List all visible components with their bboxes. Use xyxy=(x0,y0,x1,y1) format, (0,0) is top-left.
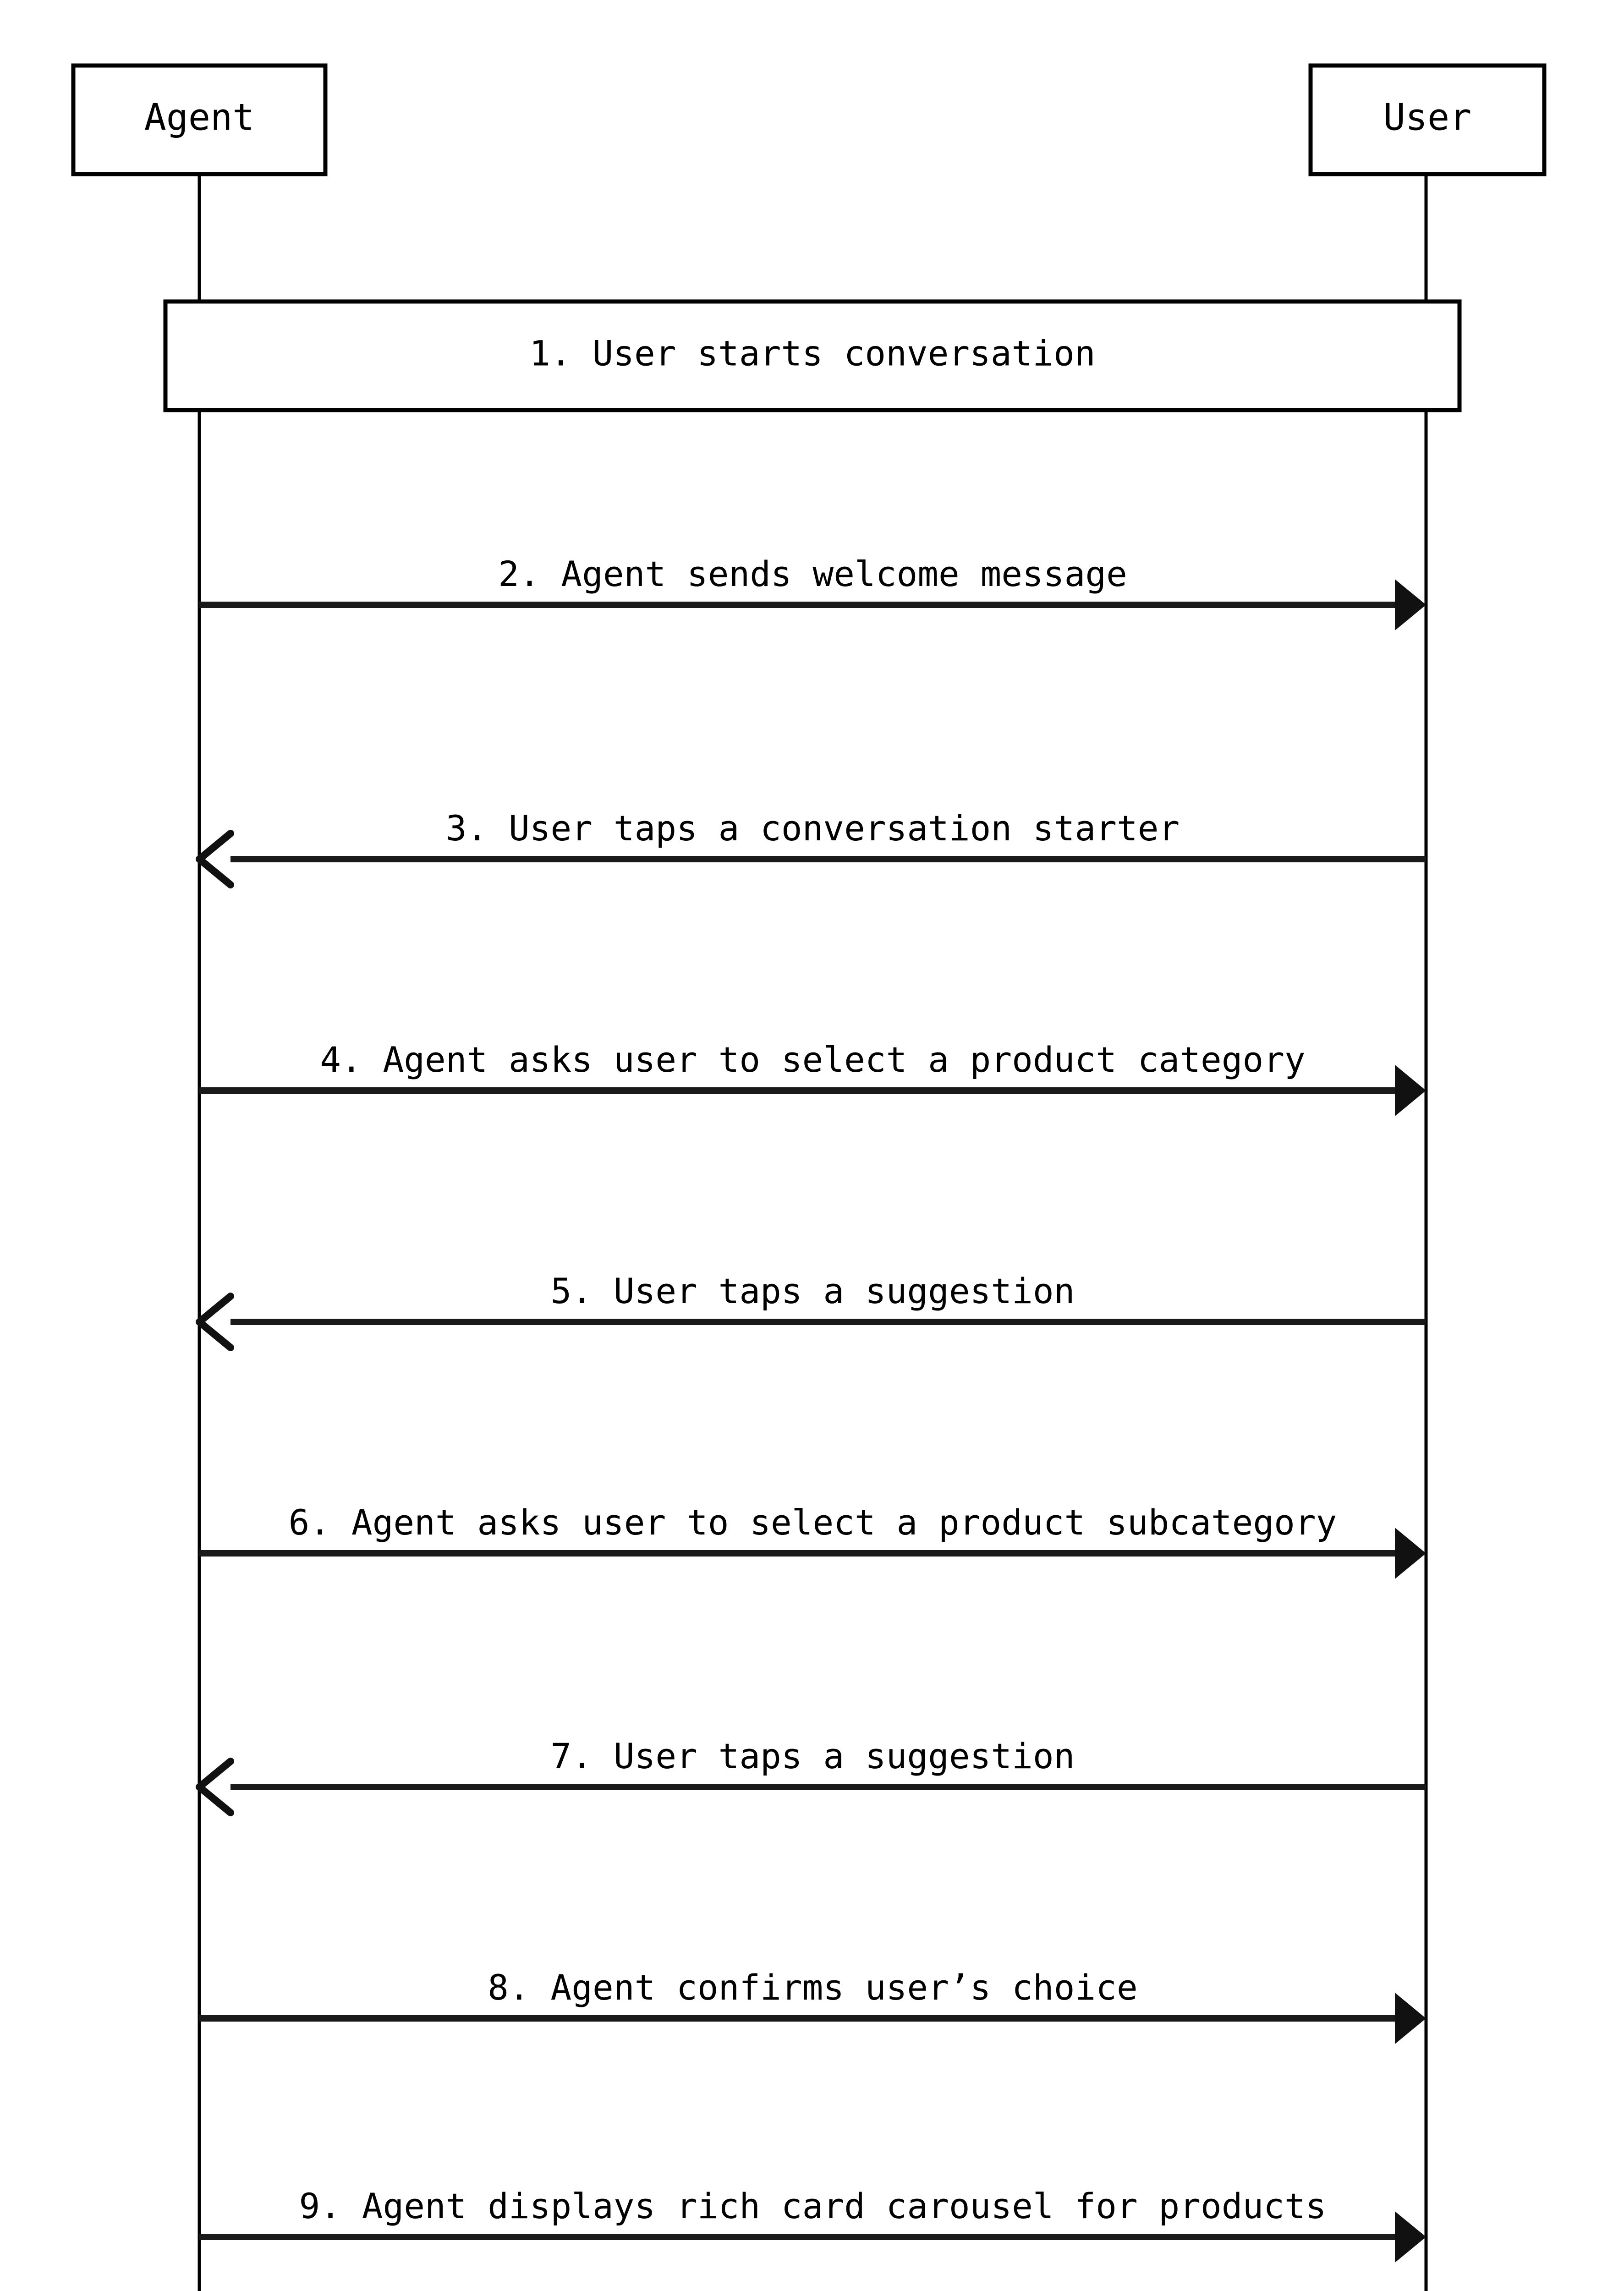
message-label-step-9: 9. Agent displays rich card carousel for… xyxy=(299,2186,1326,2226)
participants-layer xyxy=(71,63,1547,176)
message-label-step-4: 4. Agent asks user to select a product c… xyxy=(320,1039,1306,1080)
note-box-step-1 xyxy=(163,299,1462,412)
message-label-step-2: 2. Agent sends welcome message xyxy=(498,554,1127,594)
participant-box-agent-top xyxy=(71,63,328,176)
arrowhead-open-step-3 xyxy=(196,830,234,888)
messages-layer xyxy=(196,579,1426,2263)
arrowhead-open-step-5 xyxy=(196,1293,234,1351)
message-label-step-5: 5. User taps a suggestion xyxy=(551,1271,1075,1311)
participant-label-agent-top: Agent xyxy=(144,96,255,138)
arrowhead-solid-step-6 xyxy=(1395,1528,1426,1579)
arrowhead-solid-step-2 xyxy=(1395,579,1426,630)
notes-layer xyxy=(163,299,1462,412)
arrowhead-open-step-7 xyxy=(196,1758,234,1816)
message-label-step-8: 8. Agent confirms user’s choice xyxy=(488,1967,1137,2008)
arrowhead-solid-step-9 xyxy=(1395,2211,1426,2263)
arrowhead-solid-step-8 xyxy=(1395,1993,1426,2044)
message-label-step-6: 6. Agent asks user to select a product s… xyxy=(289,1502,1337,1543)
message-label-step-7: 7. User taps a suggestion xyxy=(551,1736,1075,1776)
participant-box-user-top xyxy=(1308,63,1547,176)
labels-layer: AgentAgentUserUser1. User starts convers… xyxy=(144,96,1472,2226)
message-label-step-3: 3. User taps a conversation starter xyxy=(446,808,1180,849)
arrowhead-solid-step-4 xyxy=(1395,1065,1426,1116)
lifelines-layer xyxy=(198,174,1428,2291)
participant-label-user-top: User xyxy=(1383,96,1472,138)
note-label-step-1: 1. User starts conversation xyxy=(529,333,1095,373)
